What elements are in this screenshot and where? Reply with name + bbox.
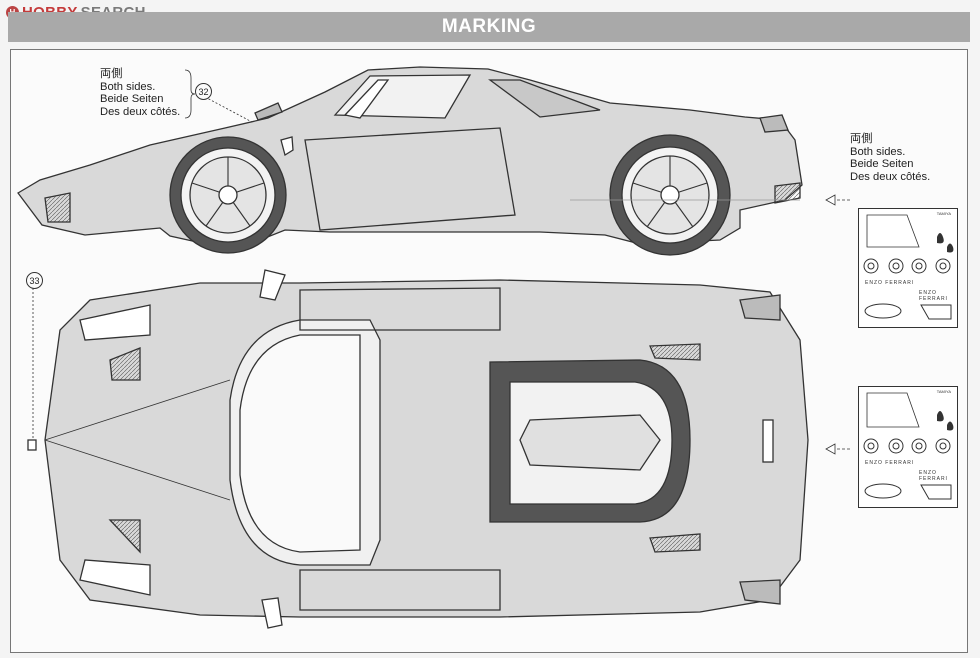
car-top-view [27,269,809,629]
decal-sheet-graphic [863,392,954,500]
decal-sheet-graphic [863,214,954,320]
note-jp: 両側 [100,68,123,80]
note-jp: 両側 [850,133,873,145]
decal-sheet-2: TAMIYA ENZO FERRARI ENZO FERRARI [858,386,958,508]
decal-strip-b: ENZO FERRARI [919,470,948,482]
note-both-sides-left: 両側 Both sides. Beide Seiten Des deux côt… [100,68,180,118]
section-banner: MARKING [8,12,970,42]
decal-strip-a: ENZO FERRARI [865,280,915,286]
decal-sheet-code: TAMIYA [936,211,951,216]
decal-sheet-1: TAMIYA ENZO FERRARI ENZO FERRARI [858,208,958,328]
note-fr: Des deux côtés. [100,105,181,118]
callout-32: 32 [195,83,212,100]
note-both-sides-right: 両側 Both sides. Beide Seiten Des deux côt… [850,133,930,183]
decal-strip-b: ENZO FERRARI [919,290,948,302]
note-de: Beide Seiten [100,93,164,106]
note-en: Both sides. [100,80,156,93]
note-en: Both sides. [850,145,906,158]
decal-strip-a: ENZO FERRARI [865,460,915,466]
callout-33: 33 [26,272,43,289]
section-title: MARKING [441,16,537,37]
note-de: Beide Seiten [850,158,914,171]
note-fr: Des deux côtés. [850,170,931,183]
decal-sheet-code: TAMIYA [936,389,951,394]
car-side-view [17,66,803,256]
